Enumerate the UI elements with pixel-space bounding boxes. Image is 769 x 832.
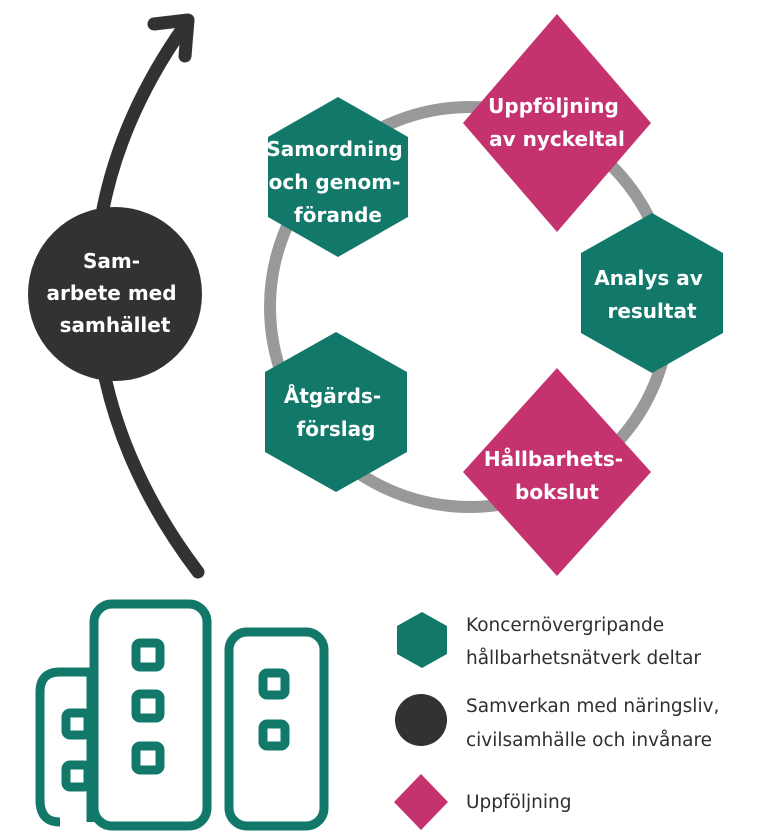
node-atgardsforslag: Åtgärds- förslag [265,332,407,492]
legend-item-label: Koncernövergripande hållbarhetsnätverk d… [466,615,701,669]
node-uppfoljning-nyckeltal: Uppföljning av nyckeltal [463,14,651,232]
node-analys-shape [581,213,723,373]
node-samordning-shape [268,97,408,257]
node-uppfoljning-nyckeltal-shape [463,14,651,232]
node-atgardsforslag-label: Åtgärds- förslag [284,384,388,441]
legend-circle-icon [395,694,447,746]
node-samarbete: Sam- arbete med samhället [28,207,202,381]
node-samordning: Samordning och genom- förande [266,97,409,257]
legend-item-label: Samverkan med näringsliv, civilsamhälle … [466,696,725,751]
legend: Koncernövergripande hållbarhetsnätverk d… [394,612,725,830]
legend-diamond-icon [394,774,448,830]
node-atgardsforslag-shape [265,332,407,492]
legend-item-circle: Samverkan med näringsliv, civilsamhälle … [395,694,725,751]
node-samordning-label: Samordning och genom- förande [266,137,409,227]
legend-item-diamond: Uppföljning [394,774,571,830]
node-samarbete-shape [28,207,202,381]
legend-hexagon-icon [397,612,447,668]
node-uppfoljning-nyckeltal-label: Uppföljning av nyckeltal [488,94,626,151]
node-analys: Analys av resultat [581,213,723,373]
node-hallbarhetsbokslut-label: Hållbarhets- bokslut [484,447,630,504]
city-buildings-icon [35,599,329,831]
node-hallbarhetsbokslut: Hållbarhets- bokslut [463,368,651,576]
node-analys-label: Analys av resultat [594,266,709,323]
node-hallbarhetsbokslut-shape [463,368,651,576]
node-samarbete-label: Sam- arbete med samhället [46,249,183,337]
legend-item-label: Uppföljning [466,792,571,813]
legend-item-hexagon: Koncernövergripande hållbarhetsnätverk d… [397,612,701,669]
